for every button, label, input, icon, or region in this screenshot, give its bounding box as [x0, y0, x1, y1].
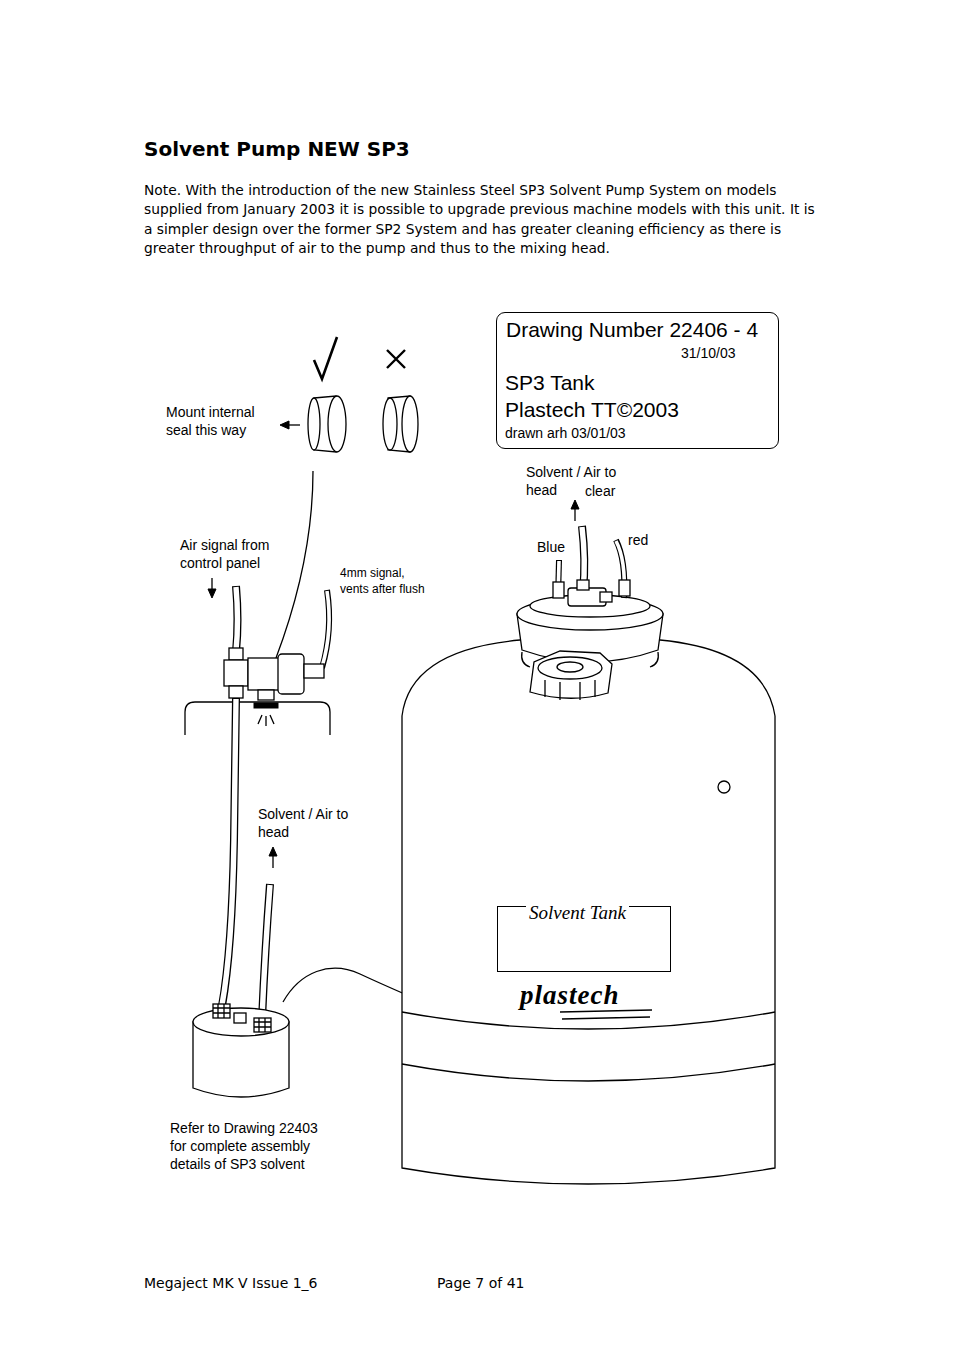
pump-valve	[254, 703, 278, 708]
mounting-bracket	[185, 702, 330, 735]
solvent-tube	[222, 699, 236, 1005]
drawing-number: Drawing Number 22406 - 4	[506, 318, 758, 342]
pump-canister	[193, 1004, 289, 1097]
signal-tube	[322, 590, 329, 668]
drawing-title: SP3 Tank	[505, 371, 595, 395]
reference-note: Refer to Drawing 22403 for complete asse…	[170, 1119, 332, 1174]
filler-cap	[557, 662, 583, 672]
filler-cap	[545, 680, 595, 700]
seal-ring-correct	[308, 396, 346, 452]
cross-mark	[387, 350, 405, 368]
pump-canister	[193, 1008, 289, 1036]
solvent-tube	[262, 884, 270, 1020]
air-tube	[236, 586, 238, 652]
direction-arrow	[269, 847, 277, 856]
direction-arrow	[280, 421, 289, 429]
leader-line	[276, 471, 313, 658]
solvent-tank	[402, 640, 775, 1184]
company-name: Plastech TT©2003	[505, 398, 679, 422]
signal-name: Air signal from control panel	[180, 536, 288, 572]
direction-arrow	[208, 578, 216, 598]
lid-fittings	[553, 526, 630, 606]
revision-date: 31/10/03	[681, 345, 736, 361]
lid-fittings	[553, 582, 564, 598]
solvent-tank	[560, 1010, 652, 1019]
tick-mark	[314, 337, 337, 379]
direction-arrow	[269, 847, 277, 868]
seal-ring-correct	[308, 398, 320, 450]
pump-valve	[278, 654, 304, 694]
pump-canister	[213, 1004, 230, 1018]
callout-text: Mount internal seal this way	[166, 403, 274, 439]
cross-mark	[387, 350, 405, 368]
solvent-tube	[222, 698, 236, 1006]
callout-text: Solvent / Air to head	[258, 805, 360, 841]
filler-cap	[530, 651, 612, 698]
pump-canister	[213, 1004, 230, 1018]
drawn-by: drawn arh 03/01/03	[505, 425, 626, 441]
signal-tube	[322, 591, 329, 667]
tick-mark	[314, 337, 337, 379]
signal-tube	[322, 590, 329, 668]
seal-ring-wrong	[383, 396, 418, 452]
lid-fittings	[577, 580, 589, 590]
note-text: Note. With the introduction of the new S…	[144, 181, 816, 258]
tube-colour: clear	[585, 482, 615, 500]
filler-cap	[538, 657, 602, 679]
tube-colour: red	[628, 531, 648, 549]
title-block: Drawing Number 22406 - 4 31/10/03SP3 Tank…	[496, 312, 779, 449]
pump-valve	[224, 648, 324, 726]
filler-cap	[530, 651, 612, 700]
pump-valve	[258, 715, 274, 726]
lid-fittings	[619, 580, 630, 596]
solvent-tube	[262, 885, 270, 1019]
pump-valve	[248, 658, 282, 690]
leader-line	[276, 471, 313, 658]
solvent-tube	[262, 884, 270, 1020]
pump-valve	[229, 686, 243, 698]
lid-fittings	[600, 592, 612, 602]
pump-canister	[254, 1018, 271, 1032]
page-heading: Solvent Pump NEW SP3	[144, 136, 410, 162]
footer-text: Megaject MK V Issue 1_6	[144, 1274, 318, 1292]
solvent-tank	[402, 1012, 775, 1029]
pump-valve	[258, 690, 274, 700]
solvent-tank	[402, 640, 775, 1184]
direction-arrow	[208, 589, 216, 598]
seal-ring-correct	[328, 396, 346, 452]
signal-name: 4mm signal, vents after flush	[340, 566, 436, 597]
mounting-bracket	[185, 702, 330, 735]
air-tube	[236, 586, 238, 652]
pump-valve	[224, 660, 248, 686]
seal-ring-wrong	[383, 398, 397, 450]
tank-label-plate: Solvent Tank	[497, 906, 671, 972]
seal-ring-wrong	[402, 396, 418, 452]
pump-valve	[229, 648, 243, 660]
direction-arrow	[571, 500, 579, 521]
pump-canister	[234, 1013, 246, 1023]
direction-arrow	[280, 421, 300, 429]
solvent-tank	[402, 1064, 775, 1081]
plate-title: Solvent Tank	[526, 902, 629, 924]
brand-logo: plastech	[520, 978, 620, 1013]
solvent-tube	[222, 698, 236, 1006]
pump-valve	[304, 664, 324, 678]
direction-arrow	[571, 500, 579, 509]
tube-colour: Blue	[537, 538, 565, 556]
page-number: Page 7 of 41	[437, 1274, 524, 1292]
pump-canister	[254, 1018, 271, 1032]
solvent-tank	[718, 781, 730, 793]
air-tube	[236, 587, 238, 651]
